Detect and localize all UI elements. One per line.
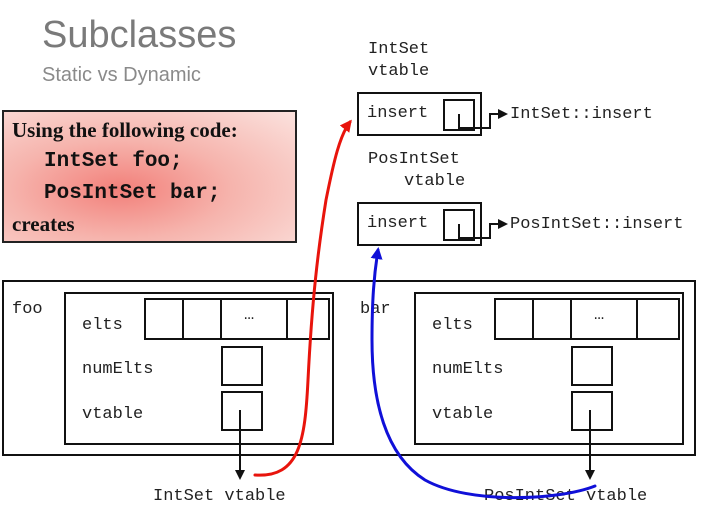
bar-vtable-cell (571, 391, 613, 431)
code-box: Using the following code: IntSet foo; Po… (2, 110, 297, 243)
bar-elts-cell-1 (494, 298, 534, 340)
foo-vtable-cell (221, 391, 263, 431)
slide-title: Subclasses (42, 14, 237, 56)
intset-insert-target: IntSet::insert (510, 105, 653, 124)
blue-dynamic-arrow (370, 247, 597, 500)
bar-ellipsis: … (594, 306, 605, 325)
bar-label: bar (360, 300, 391, 319)
code-line-intro: Using the following code: (12, 118, 238, 142)
intset-vtable-heading-1: IntSet (368, 40, 430, 59)
bar-elts-label: elts (432, 316, 473, 335)
posintset-vtable-slot-label: insert (367, 214, 429, 233)
foo-numelts-cell (221, 346, 263, 386)
slide-subtitle: Static vs Dynamic (42, 64, 201, 86)
bar-target-label: PosIntSet vtable (484, 487, 648, 506)
bar-vtable-label: vtable (432, 405, 494, 424)
bar-object: elts … numElts vtable (414, 292, 684, 445)
red-dynamic-arrow (253, 119, 352, 477)
posintset-vtable-heading-1: PosIntSet (368, 150, 460, 169)
foo-elts-label: elts (82, 316, 123, 335)
foo-ellipsis: … (244, 306, 255, 325)
posintset-insert-target: PosIntSet::insert (510, 215, 684, 234)
bar-numelts-label: numElts (432, 360, 504, 379)
posintset-vtable-heading-2: vtable (404, 172, 466, 191)
intset-vtable-heading-2: vtable (368, 62, 430, 81)
foo-label: foo (12, 300, 43, 319)
code-line-creates: creates (12, 212, 75, 236)
code-line-intset: IntSet foo; (44, 150, 183, 173)
intset-vtable-slot-label: insert (367, 104, 429, 123)
bar-elts-cell-ellipsis: … (570, 298, 638, 340)
posintset-slot-arrow (458, 219, 508, 239)
foo-object: elts … numElts vtable (64, 292, 334, 445)
bar-numelts-cell (571, 346, 613, 386)
bar-elts-cell-last (636, 298, 680, 340)
foo-vtable-label: vtable (82, 405, 144, 424)
code-line-posintset: PosIntSet bar; (44, 182, 221, 205)
foo-numelts-label: numElts (82, 360, 154, 379)
intset-slot-arrow (458, 109, 508, 129)
foo-elts-cell-last (286, 298, 330, 340)
foo-target-label: IntSet vtable (153, 487, 286, 506)
